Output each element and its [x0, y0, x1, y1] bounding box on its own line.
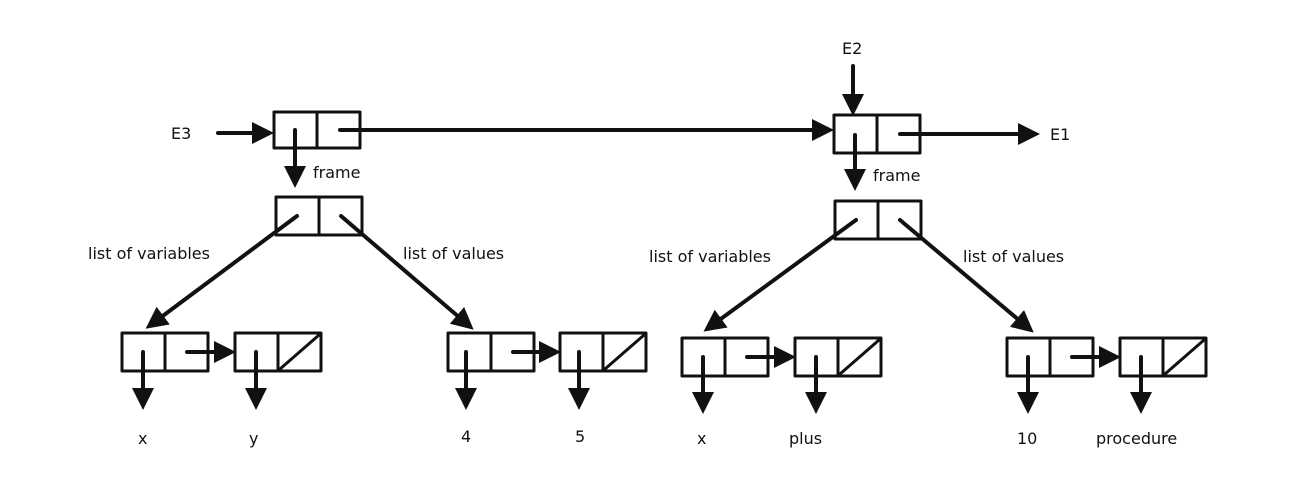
right-val-nil-slash [1163, 338, 1206, 376]
left-variables-label: list of variables [88, 244, 210, 263]
right-val-2: procedure [1096, 429, 1177, 448]
right-variables-list: x plus [680, 336, 883, 448]
left-var-nil-slash [278, 333, 321, 371]
left-variables-arrow [145, 214, 299, 329]
right-val-1: 10 [1017, 429, 1037, 448]
env-label-e1: E1 [1050, 125, 1070, 144]
right-frame-label: frame [873, 166, 920, 185]
right-var-nil-slash [838, 338, 881, 376]
right-variables-arrow [703, 218, 858, 332]
left-val-1: 4 [461, 427, 471, 446]
left-val-2: 5 [575, 427, 585, 446]
left-frame-pair [274, 195, 364, 237]
left-val-nil-slash [603, 333, 646, 371]
right-frame-pair [833, 199, 923, 241]
left-values-list: 4 5 [446, 331, 648, 446]
right-values-list: 10 procedure [1005, 336, 1208, 448]
left-variables-list: x y [120, 331, 323, 448]
env-label-e2: E2 [842, 39, 862, 58]
left-frame-label: frame [313, 163, 360, 182]
left-values-arrow [339, 214, 474, 330]
right-variables-label: list of variables [649, 247, 771, 266]
left-values-label: list of values [403, 244, 504, 263]
right-var-2: plus [789, 429, 822, 448]
right-values-label: list of values [963, 247, 1064, 266]
env-label-e3: E3 [171, 124, 191, 143]
right-values-arrow [898, 218, 1034, 333]
right-var-1: x [697, 429, 706, 448]
left-var-2: y [249, 429, 258, 448]
left-var-1: x [138, 429, 147, 448]
